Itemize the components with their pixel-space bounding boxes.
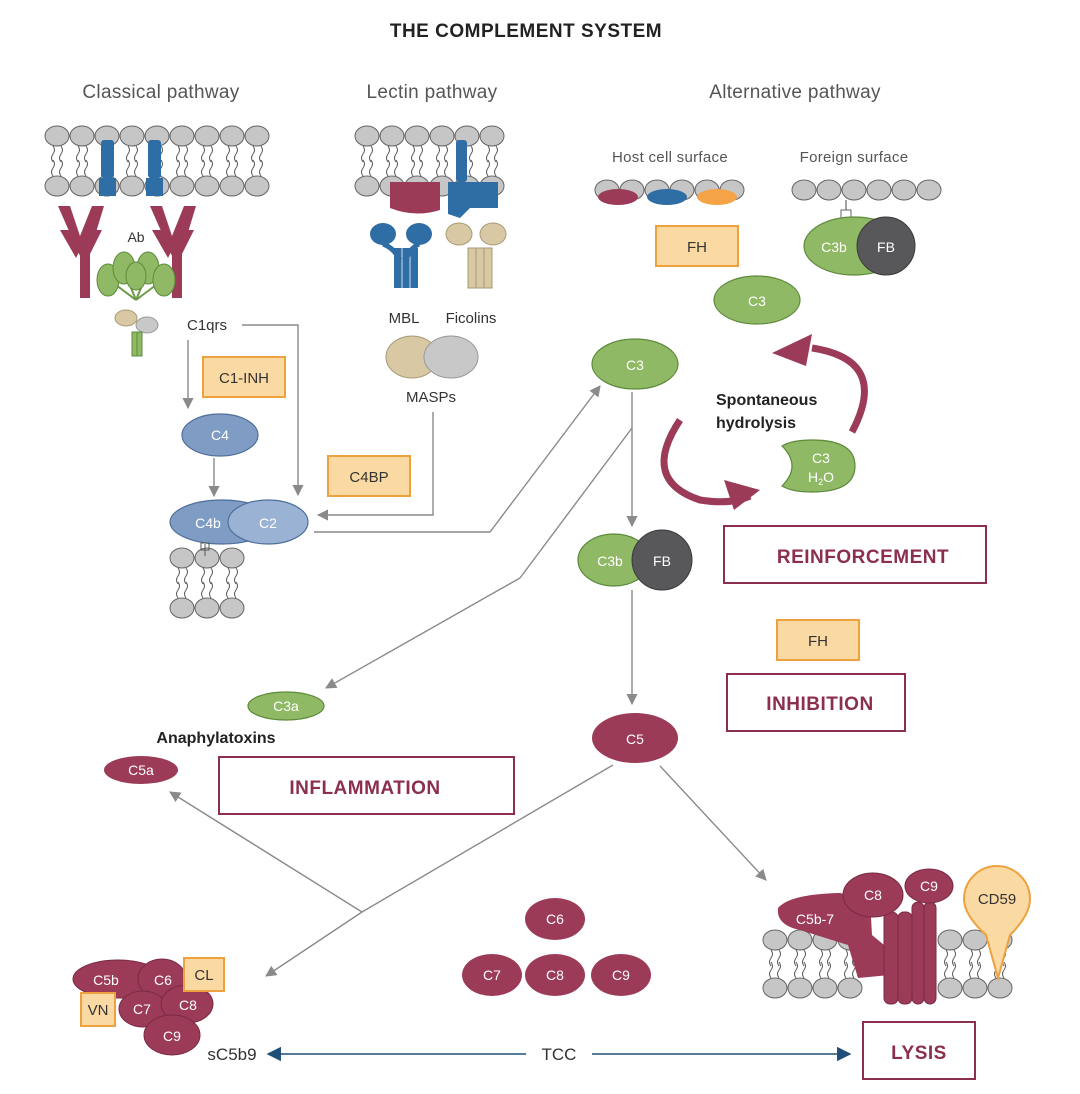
cd59-label: CD59 — [978, 891, 1016, 908]
anaphylatoxins-label: Anaphylatoxins — [156, 730, 275, 747]
c3-top-molecule: C3 — [713, 275, 801, 325]
c3bfb-mid-complex: C3b FB — [577, 529, 693, 591]
arrow-masps-to-c4b2 — [316, 412, 434, 521]
diagram-title: THE COMPLEMENT SYSTEM — [390, 21, 662, 42]
spontaneous-hydrolysis-line1: Spontaneous — [716, 392, 817, 409]
inhibition-box: INHIBITION — [726, 673, 906, 732]
c3a-molecule: C3a — [247, 691, 325, 721]
mbl-molecule — [370, 223, 432, 288]
cl-label: CL — [194, 967, 213, 984]
arrow-c3-to-c3a — [325, 427, 633, 689]
c5-label: C5 — [626, 731, 644, 747]
c5a-label: C5a — [128, 762, 154, 778]
arrow-c5-to-sc5b9 — [265, 764, 614, 977]
c3-h2o-label-c3: C3 — [812, 450, 830, 466]
c4-molecule: C4 — [181, 413, 259, 457]
c4-label: C4 — [211, 427, 229, 443]
c4bp-label: C4BP — [349, 469, 388, 486]
c4b2-complex: C4b C2 — [169, 499, 309, 556]
sc-c7-label: C7 — [133, 1001, 151, 1017]
membrane-antigens — [99, 140, 163, 196]
c3-top-label: C3 — [748, 293, 766, 309]
arrow-c4b2-to-c3 — [314, 385, 601, 533]
tcc-label: TCC — [542, 1045, 577, 1064]
reinforcement-label: REINFORCEMENT — [777, 547, 949, 568]
antibody-right — [150, 206, 196, 298]
lysis-box: LYSIS — [862, 1021, 976, 1080]
sc-c5b-label: C5b — [93, 972, 119, 988]
mac-c8-label: C8 — [864, 887, 882, 903]
ab-label: Ab — [127, 229, 144, 245]
c1q-complex — [96, 251, 176, 357]
free-c7-label: C7 — [483, 967, 501, 983]
fh-top-label: FH — [687, 239, 707, 256]
inhibition-label: INHIBITION — [766, 694, 873, 715]
c3-h2o-molecule: C3 H2O — [781, 439, 856, 493]
fh-top-regulator: FH — [655, 225, 739, 267]
antibody-left — [58, 206, 104, 298]
free-c9-label: C9 — [612, 967, 630, 983]
c3b-mid-label: C3b — [597, 553, 623, 569]
free-c8-label: C8 — [546, 967, 564, 983]
c1-inh-label: C1-INH — [219, 370, 269, 387]
masps-label: MASPs — [406, 389, 456, 406]
c5a-molecule: C5a — [104, 756, 178, 784]
sc-c8-label: C8 — [179, 997, 197, 1013]
c5-molecule: C5 — [592, 713, 678, 763]
host-surface-regulators — [598, 189, 737, 205]
free-terminal-components: C6 C7 C8 C9 — [462, 898, 651, 996]
c3bfb-top-complex: C3b FB — [803, 200, 916, 276]
arrow-c1qrs-to-c2 — [242, 324, 304, 497]
ficolins-label: Ficolins — [446, 310, 497, 327]
lectin-pathway-title: Lectin pathway — [367, 82, 498, 103]
c4b2-membrane — [169, 547, 245, 619]
c3a-label: C3a — [273, 698, 299, 714]
fh-mid-regulator: FH — [776, 619, 860, 661]
ficolin-molecule — [445, 222, 507, 289]
host-cell-surface-label: Host cell surface — [612, 149, 728, 166]
c1-inh-regulator: C1-INH — [202, 356, 286, 398]
sc-c9-label: C9 — [163, 1028, 181, 1044]
free-c6-label: C6 — [546, 911, 564, 927]
c4bp-regulator: C4BP — [327, 455, 411, 497]
masps-molecule — [385, 335, 479, 379]
c3b-top-label: C3b — [821, 239, 847, 255]
fb-top-label: FB — [877, 239, 895, 255]
c3-h2o-label-h2o: H2O — [808, 469, 834, 487]
fb-mid-label: FB — [653, 553, 671, 569]
sc5b9-complex: C5b C6 C7 C8 C9 CL VN — [72, 957, 225, 1056]
inflammation-box: INFLAMMATION — [218, 756, 515, 815]
lysis-label: LYSIS — [891, 1043, 947, 1064]
vn-label: VN — [88, 1002, 109, 1019]
fh-mid-label: FH — [808, 633, 828, 650]
c1qrs-label: C1qrs — [187, 317, 227, 334]
classical-pathway-title: Classical pathway — [82, 82, 239, 103]
sc-c6-label: C6 — [154, 972, 172, 988]
mbl-label: MBL — [389, 310, 420, 327]
foreign-surface-label: Foreign surface — [800, 149, 909, 166]
c3-mid-label: C3 — [626, 357, 644, 373]
mac-complex: C5b-7 C8 C9 — [777, 868, 954, 1005]
lectin-membrane-targets — [390, 140, 498, 218]
sc5b9-label: sC5b9 — [207, 1045, 256, 1064]
spontaneous-hydrolysis-line2: hydrolysis — [716, 415, 796, 432]
inflammation-label: INFLAMMATION — [289, 778, 440, 799]
mac-c9-label: C9 — [920, 878, 938, 894]
spontaneous-hydrolysis-cycle — [660, 334, 868, 510]
c3-mid-molecule: C3 — [591, 338, 679, 390]
cd59-regulator: CD59 — [962, 864, 1032, 982]
c4b-label: C4b — [195, 515, 221, 531]
foreign-surface — [791, 179, 942, 201]
mac-c5b7-label: C5b-7 — [796, 911, 834, 927]
c2-label: C2 — [259, 515, 277, 531]
reinforcement-box: REINFORCEMENT — [723, 525, 987, 584]
alternative-pathway-title: Alternative pathway — [709, 82, 881, 103]
arrow-c5-to-c5a — [169, 791, 363, 913]
arrow-c5-to-mac — [659, 765, 767, 881]
